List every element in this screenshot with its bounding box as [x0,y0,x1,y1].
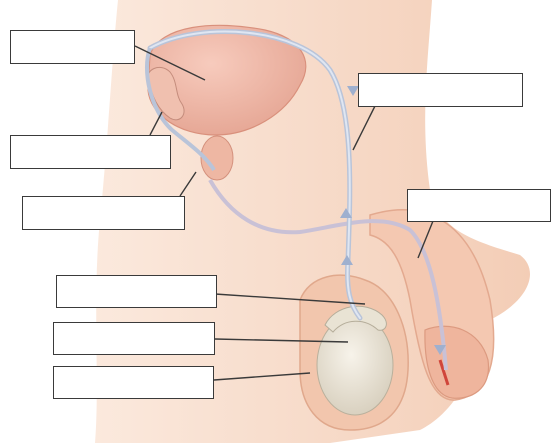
label-box-bladder[interactable] [10,30,135,64]
label-box-epididymis[interactable] [56,275,217,308]
label-box-vas-deferens[interactable] [358,73,523,107]
label-box-prostate[interactable] [22,196,185,230]
label-box-urethra[interactable] [407,189,551,222]
label-box-scrotum[interactable] [53,366,214,399]
label-box-testis[interactable] [53,322,215,355]
label-box-seminal-vesicle[interactable] [10,135,171,169]
